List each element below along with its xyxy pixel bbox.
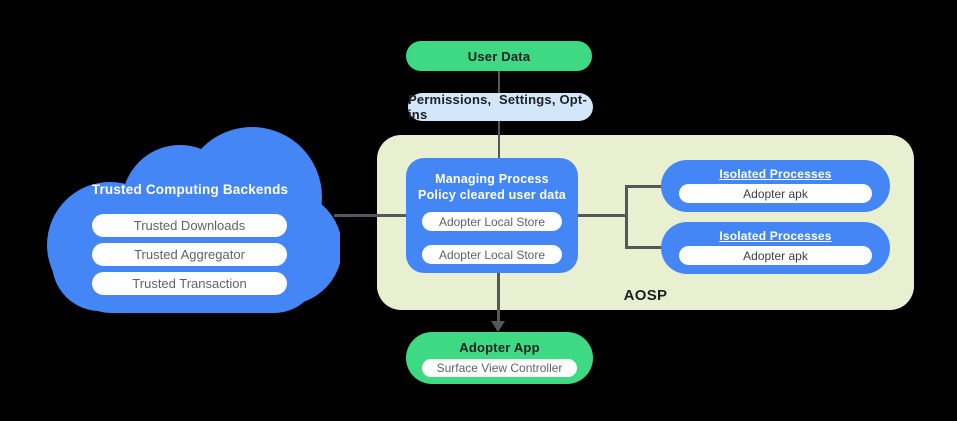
isolated-processes-title: Isolated Processes [719,229,832,243]
node-isolated-processes-2: Isolated Processes Adopter apk [661,222,890,274]
adopter-local-store-label: Adopter Local Store [438,214,546,229]
cloud-item-trusted-downloads: Trusted Downloads [92,214,287,237]
adopter-local-store-label: Adopter Local Store [438,247,546,262]
aosp-label: AOSP [623,287,668,304]
node-isolated-processes-1: Isolated Processes Adopter apk [661,160,890,212]
connector-cloud-managing [334,214,408,217]
surface-view-controller-label: Surface View Controller [436,361,563,375]
arrow-down-icon [491,321,505,332]
cloud-item-label: Trusted Downloads [133,218,246,233]
connector-junction-vertical [625,185,628,249]
adopter-apk-pill-1: Adopter apk [679,184,872,203]
adopter-apk-label: Adopter apk [743,248,808,263]
cloud-item-trusted-transaction: Trusted Transaction [92,272,287,295]
connector-permissions-managing [498,121,500,159]
connector-managing-adopterapp [497,273,500,322]
cloud-title: Trusted Computing Backends [91,182,289,197]
node-permissions-settings-optins: Permissions, Settings, Opt-ins [408,92,593,122]
adopter-local-store-1: Adopter Local Store [422,212,562,231]
connector-userdata-permissions [498,71,500,93]
node-managing-process: Managing Process Policy cleared user dat… [406,158,578,273]
cloud-item-trusted-aggregator: Trusted Aggregator [92,243,287,266]
node-trusted-computing-backends: Trusted Computing Backends Trusted Downl… [40,123,340,313]
managing-process-title-line2: Policy cleared user data [418,188,566,202]
cloud-item-label: Trusted Transaction [132,276,247,291]
adopter-local-store-2: Adopter Local Store [422,245,562,264]
connector-managing-junction [578,214,628,217]
surface-view-controller-pill: Surface View Controller [422,359,577,377]
managing-process-title-line1: Managing Process [435,172,549,186]
connector-branch-isolated-2 [625,246,662,249]
connector-branch-isolated-1 [625,185,662,188]
adopter-apk-pill-2: Adopter apk [679,246,872,265]
adopter-apk-label: Adopter apk [743,186,808,201]
adopter-app-title: Adopter App [459,340,540,355]
node-user-data: User Data [406,41,592,71]
cloud-item-label: Trusted Aggregator [134,247,245,262]
user-data-label: User Data [467,48,531,64]
permissions-label: Permissions, Settings, Opt-ins [408,92,587,122]
isolated-processes-title: Isolated Processes [719,167,832,181]
node-adopter-app: Adopter App Surface View Controller [406,332,593,384]
